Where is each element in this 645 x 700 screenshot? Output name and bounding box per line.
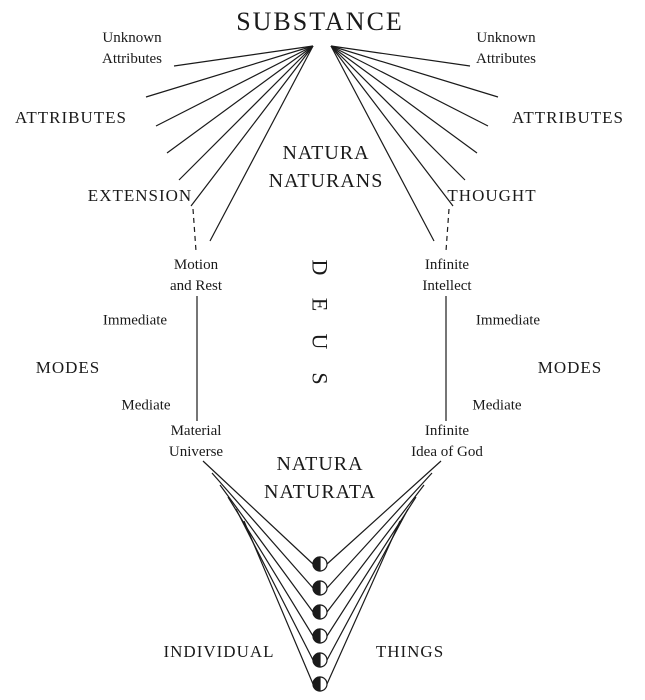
natura-naturata-label: NATURA NATURATA	[264, 450, 376, 506]
infinite-intellect-label: Infinite Intellect	[422, 255, 471, 297]
natura-naturata-line1: NATURA	[276, 453, 364, 475]
infinite-intellect-line1: Infinite	[424, 257, 470, 273]
deus-label: D E U S	[308, 249, 333, 397]
half-filled-circle-node	[312, 676, 328, 692]
half-filled-circle-node	[312, 580, 328, 596]
unknown-attributes-right-label: Unknown Attributes	[476, 28, 536, 70]
infinite-idea-of-god-line1: Infinite	[424, 423, 470, 439]
half-filled-circle-node	[312, 628, 328, 644]
unknown-attributes-right-line2: Attributes	[476, 51, 536, 67]
thought-dashed-link	[445, 208, 450, 252]
motion-and-rest-line2: and Rest	[169, 278, 223, 294]
individual-things-nodes	[312, 556, 328, 692]
deus-letter-s: S	[307, 372, 333, 385]
substance-fan-right	[330, 45, 499, 242]
motion-and-rest-label: Motion and Rest	[170, 255, 222, 297]
mediate-right-label: Mediate	[472, 397, 522, 414]
material-universe-label: Material Universe	[169, 421, 223, 463]
substance-fan-left	[145, 45, 314, 242]
infinite-intellect-line2: Intellect	[422, 278, 472, 294]
deus-letter-u: U	[307, 333, 333, 350]
modes-right-label: MODES	[537, 358, 603, 378]
left-convergence-fan	[202, 460, 314, 685]
half-filled-circle-node	[312, 652, 328, 668]
immediate-right-label: Immediate	[475, 312, 541, 329]
unknown-attributes-right-line1: Unknown	[476, 30, 536, 46]
natura-naturans-line1: NATURA	[282, 142, 370, 164]
attributes-left-label: ATTRIBUTES	[15, 108, 127, 128]
deus-letter-d: D	[307, 259, 333, 276]
thought-label: THOUGHT	[447, 186, 537, 206]
natura-naturans-line2: NATURANS	[268, 170, 384, 192]
things-label: THINGS	[375, 642, 445, 662]
extension-label: EXTENSION	[87, 186, 193, 206]
half-filled-circle-node	[312, 556, 328, 572]
material-universe-line1: Material	[170, 423, 222, 439]
immediate-left-label: Immediate	[102, 312, 168, 329]
modes-left-label: MODES	[35, 358, 101, 378]
individual-label: INDIVIDUAL	[163, 642, 275, 662]
extension-dashed-link	[192, 208, 197, 252]
natura-naturata-line2: NATURATA	[264, 481, 376, 503]
infinite-idea-of-god-line2: Idea of God	[411, 444, 483, 460]
mediate-left-label: Mediate	[121, 397, 171, 414]
unknown-attributes-left-line2: Attributes	[102, 51, 162, 67]
unknown-attributes-left-line1: Unknown	[102, 30, 162, 46]
motion-and-rest-line1: Motion	[173, 257, 219, 273]
right-convergence-fan	[326, 460, 442, 685]
material-universe-line2: Universe	[168, 444, 224, 460]
unknown-attributes-left-label: Unknown Attributes	[102, 28, 162, 70]
substance-label: SUBSTANCE	[236, 6, 404, 36]
deus-letter-e: E	[307, 297, 333, 312]
half-filled-circle-node	[312, 604, 328, 620]
infinite-idea-of-god-label: Infinite Idea of God	[411, 421, 483, 463]
attributes-right-label: ATTRIBUTES	[512, 108, 624, 128]
natura-naturans-label: NATURA NATURANS	[269, 139, 384, 195]
